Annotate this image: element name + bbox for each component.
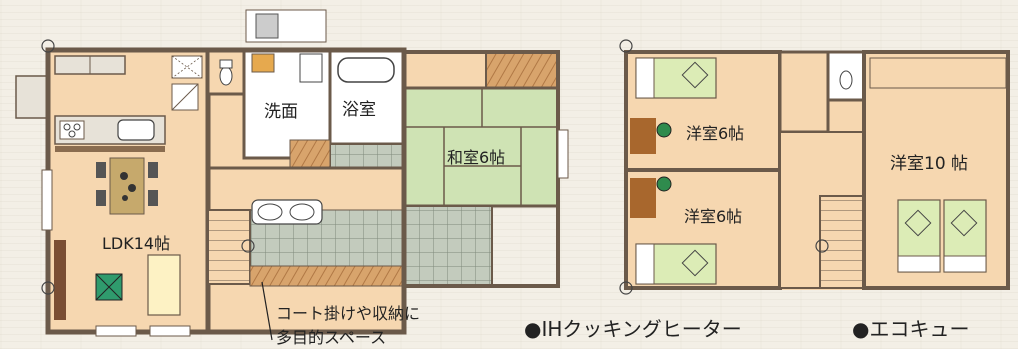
- note-line-2: 多目的スペース: [276, 328, 387, 347]
- youshitsu-c-label: 洋室10 帖: [890, 154, 968, 174]
- stairs-2f: [819, 195, 865, 289]
- chair: [148, 190, 158, 206]
- side-entrance: [15, 75, 49, 119]
- feature-ecocute: ●エコキュー: [852, 317, 970, 341]
- bathtub-icon: [337, 57, 395, 83]
- multipurpose-space: [249, 265, 405, 287]
- youshitsu-a-label: 洋室6帖: [686, 124, 744, 143]
- toilet-icon: [219, 66, 233, 86]
- stairs-1f: [207, 209, 251, 285]
- washitsu-room: [402, 86, 560, 208]
- feature-ih: ●IHクッキングヒーター: [524, 317, 742, 341]
- note-line-1: コート掛けや収納に: [276, 304, 421, 323]
- plan1-group: [15, 9, 569, 341]
- plan2-group: [619, 39, 1010, 295]
- senmen-label: 洗面: [264, 102, 298, 122]
- ih-stove-icon: [59, 120, 85, 140]
- sink-icon: [117, 119, 155, 141]
- ldk-label: LDK14帖: [102, 234, 170, 253]
- sofa: [147, 254, 181, 316]
- desk-b: [630, 178, 656, 218]
- genkan-tiles: [403, 205, 493, 287]
- chair: [96, 190, 106, 206]
- dining-table: [109, 157, 145, 215]
- tv-board: [54, 240, 66, 320]
- washitsu-label: 和室6帖: [447, 148, 505, 167]
- desk-a: [630, 118, 656, 154]
- yokushitsu-label: 浴室: [342, 100, 376, 120]
- chair: [96, 162, 106, 178]
- chair: [148, 162, 158, 178]
- youshitsu-b-label: 洋室6帖: [684, 207, 742, 226]
- washbasin: [251, 199, 323, 225]
- toilet-room-2f: [826, 50, 866, 102]
